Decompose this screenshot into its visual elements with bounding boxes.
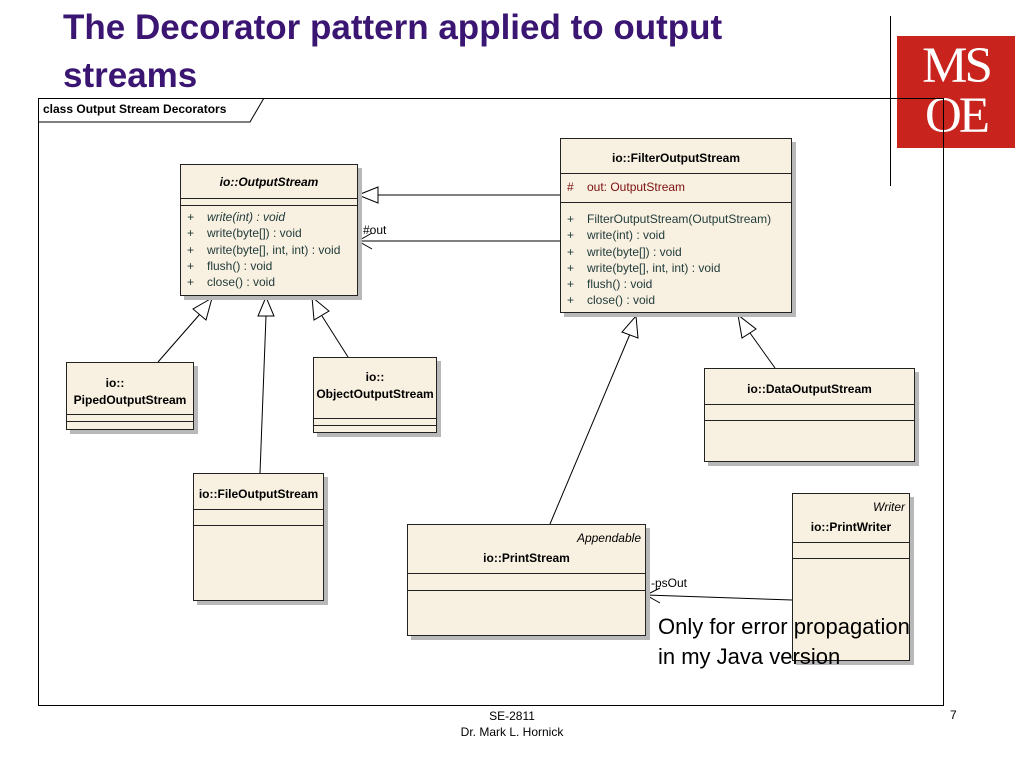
class-name-line-1: io:: xyxy=(105,376,125,390)
class-name: io::OutputStream xyxy=(219,175,319,189)
class-stereotype: Appendable xyxy=(576,531,641,545)
attribute-row: #out: OutputStream xyxy=(567,180,686,194)
method-row: +write(byte[], int, int) : void xyxy=(567,261,721,275)
method-row: +close() : void xyxy=(187,275,276,289)
method-row: +flush() : void xyxy=(187,259,273,273)
compartment-divider xyxy=(705,420,914,421)
arrowhead-data-generalization xyxy=(737,313,757,339)
method-row: +write(byte[]) : void xyxy=(567,245,682,259)
arrowhead-file-generalization xyxy=(257,295,275,317)
compartment-divider xyxy=(561,173,791,174)
compartment-divider xyxy=(67,421,193,422)
class-print-writer[interactable]: Writer io::PrintWriter xyxy=(792,493,910,661)
class-output-stream[interactable]: io::OutputStream +write(int) : void +wri… xyxy=(180,164,358,296)
class-object-output-stream[interactable]: io:: ObjectOutputStream xyxy=(313,357,437,433)
class-name: io::FilterOutputStream xyxy=(612,151,740,165)
footer-author: Dr. Mark L. Hornick xyxy=(460,725,564,739)
arrowhead-out-association xyxy=(356,232,373,250)
class-stereotype: Writer xyxy=(873,500,905,514)
edge-psout-association xyxy=(645,594,793,601)
compartment-divider xyxy=(194,525,323,526)
compartment-divider xyxy=(314,425,436,426)
edge-piped-generalization xyxy=(157,313,201,363)
class-name: io::FileOutputStream xyxy=(198,487,319,501)
compartment-divider xyxy=(67,414,193,415)
psout-association-label: -psOut xyxy=(651,576,688,590)
logo-line-1: MS xyxy=(922,38,993,94)
class-file-output-stream[interactable]: io::FileOutputStream xyxy=(193,473,324,601)
method-row: +write(int) : void xyxy=(187,210,286,224)
frame-tab xyxy=(38,98,265,123)
class-data-output-stream[interactable]: io::DataOutputStream xyxy=(704,368,915,462)
edge-object-generalization xyxy=(321,315,349,358)
slide-title: The Decorator pattern applied to output … xyxy=(63,8,723,95)
compartment-divider xyxy=(408,590,645,591)
method-row: +flush() : void xyxy=(567,277,653,291)
class-name-line-2: PipedOutputStream xyxy=(73,393,187,407)
method-row: +close() : void xyxy=(567,293,656,307)
diagram-note: Only for error propagation in my Java ve… xyxy=(658,614,910,669)
class-name: io::DataOutputStream xyxy=(747,382,872,396)
class-print-stream[interactable]: Appendable io::PrintStream xyxy=(407,524,646,636)
slide-footer: SE-2811 Dr. Mark L. Hornick xyxy=(412,708,612,740)
compartment-divider xyxy=(408,573,645,574)
arrowhead-piped-generalization xyxy=(192,296,213,321)
class-name: io::PrintWriter xyxy=(810,520,892,534)
header-divider xyxy=(890,16,891,186)
compartment-divider xyxy=(561,202,791,203)
method-row: +FilterOutputStream(OutputStream) xyxy=(567,212,772,226)
compartment-divider xyxy=(181,198,357,199)
page-number: 7 xyxy=(950,708,957,722)
out-association-label: #out xyxy=(363,223,387,237)
compartment-divider xyxy=(181,205,357,206)
compartment-divider xyxy=(793,542,909,543)
edge-data-generalization xyxy=(749,332,776,369)
arrowhead-object-generalization xyxy=(311,295,330,321)
footer-course: SE-2811 xyxy=(489,709,535,723)
class-name-line-1: io:: xyxy=(365,370,385,384)
diagram-frame xyxy=(38,98,944,706)
arrowhead-psout-association xyxy=(644,587,661,604)
edge-file-generalization xyxy=(259,315,267,474)
frame-label: class Output Stream Decorators xyxy=(43,102,227,116)
compartment-divider xyxy=(314,418,436,419)
arrowhead-printstream-generalization xyxy=(621,314,639,339)
compartment-divider xyxy=(705,404,914,405)
method-row: +write(int) : void xyxy=(567,228,666,242)
class-filter-output-stream[interactable]: io::FilterOutputStream #out: OutputStrea… xyxy=(560,138,792,313)
compartment-divider xyxy=(194,509,323,510)
method-row: +write(byte[], int, int) : void xyxy=(187,243,341,257)
class-piped-output-stream[interactable]: io:: PipedOutputStream xyxy=(66,362,194,430)
method-row: +write(byte[]) : void xyxy=(187,226,302,240)
class-name: io::PrintStream xyxy=(483,551,570,565)
class-name-line-2: ObjectOutputStream xyxy=(316,387,434,401)
compartment-divider xyxy=(793,558,909,559)
arrowhead-filter-generalization xyxy=(356,186,379,204)
edge-printstream-generalization xyxy=(549,333,631,525)
